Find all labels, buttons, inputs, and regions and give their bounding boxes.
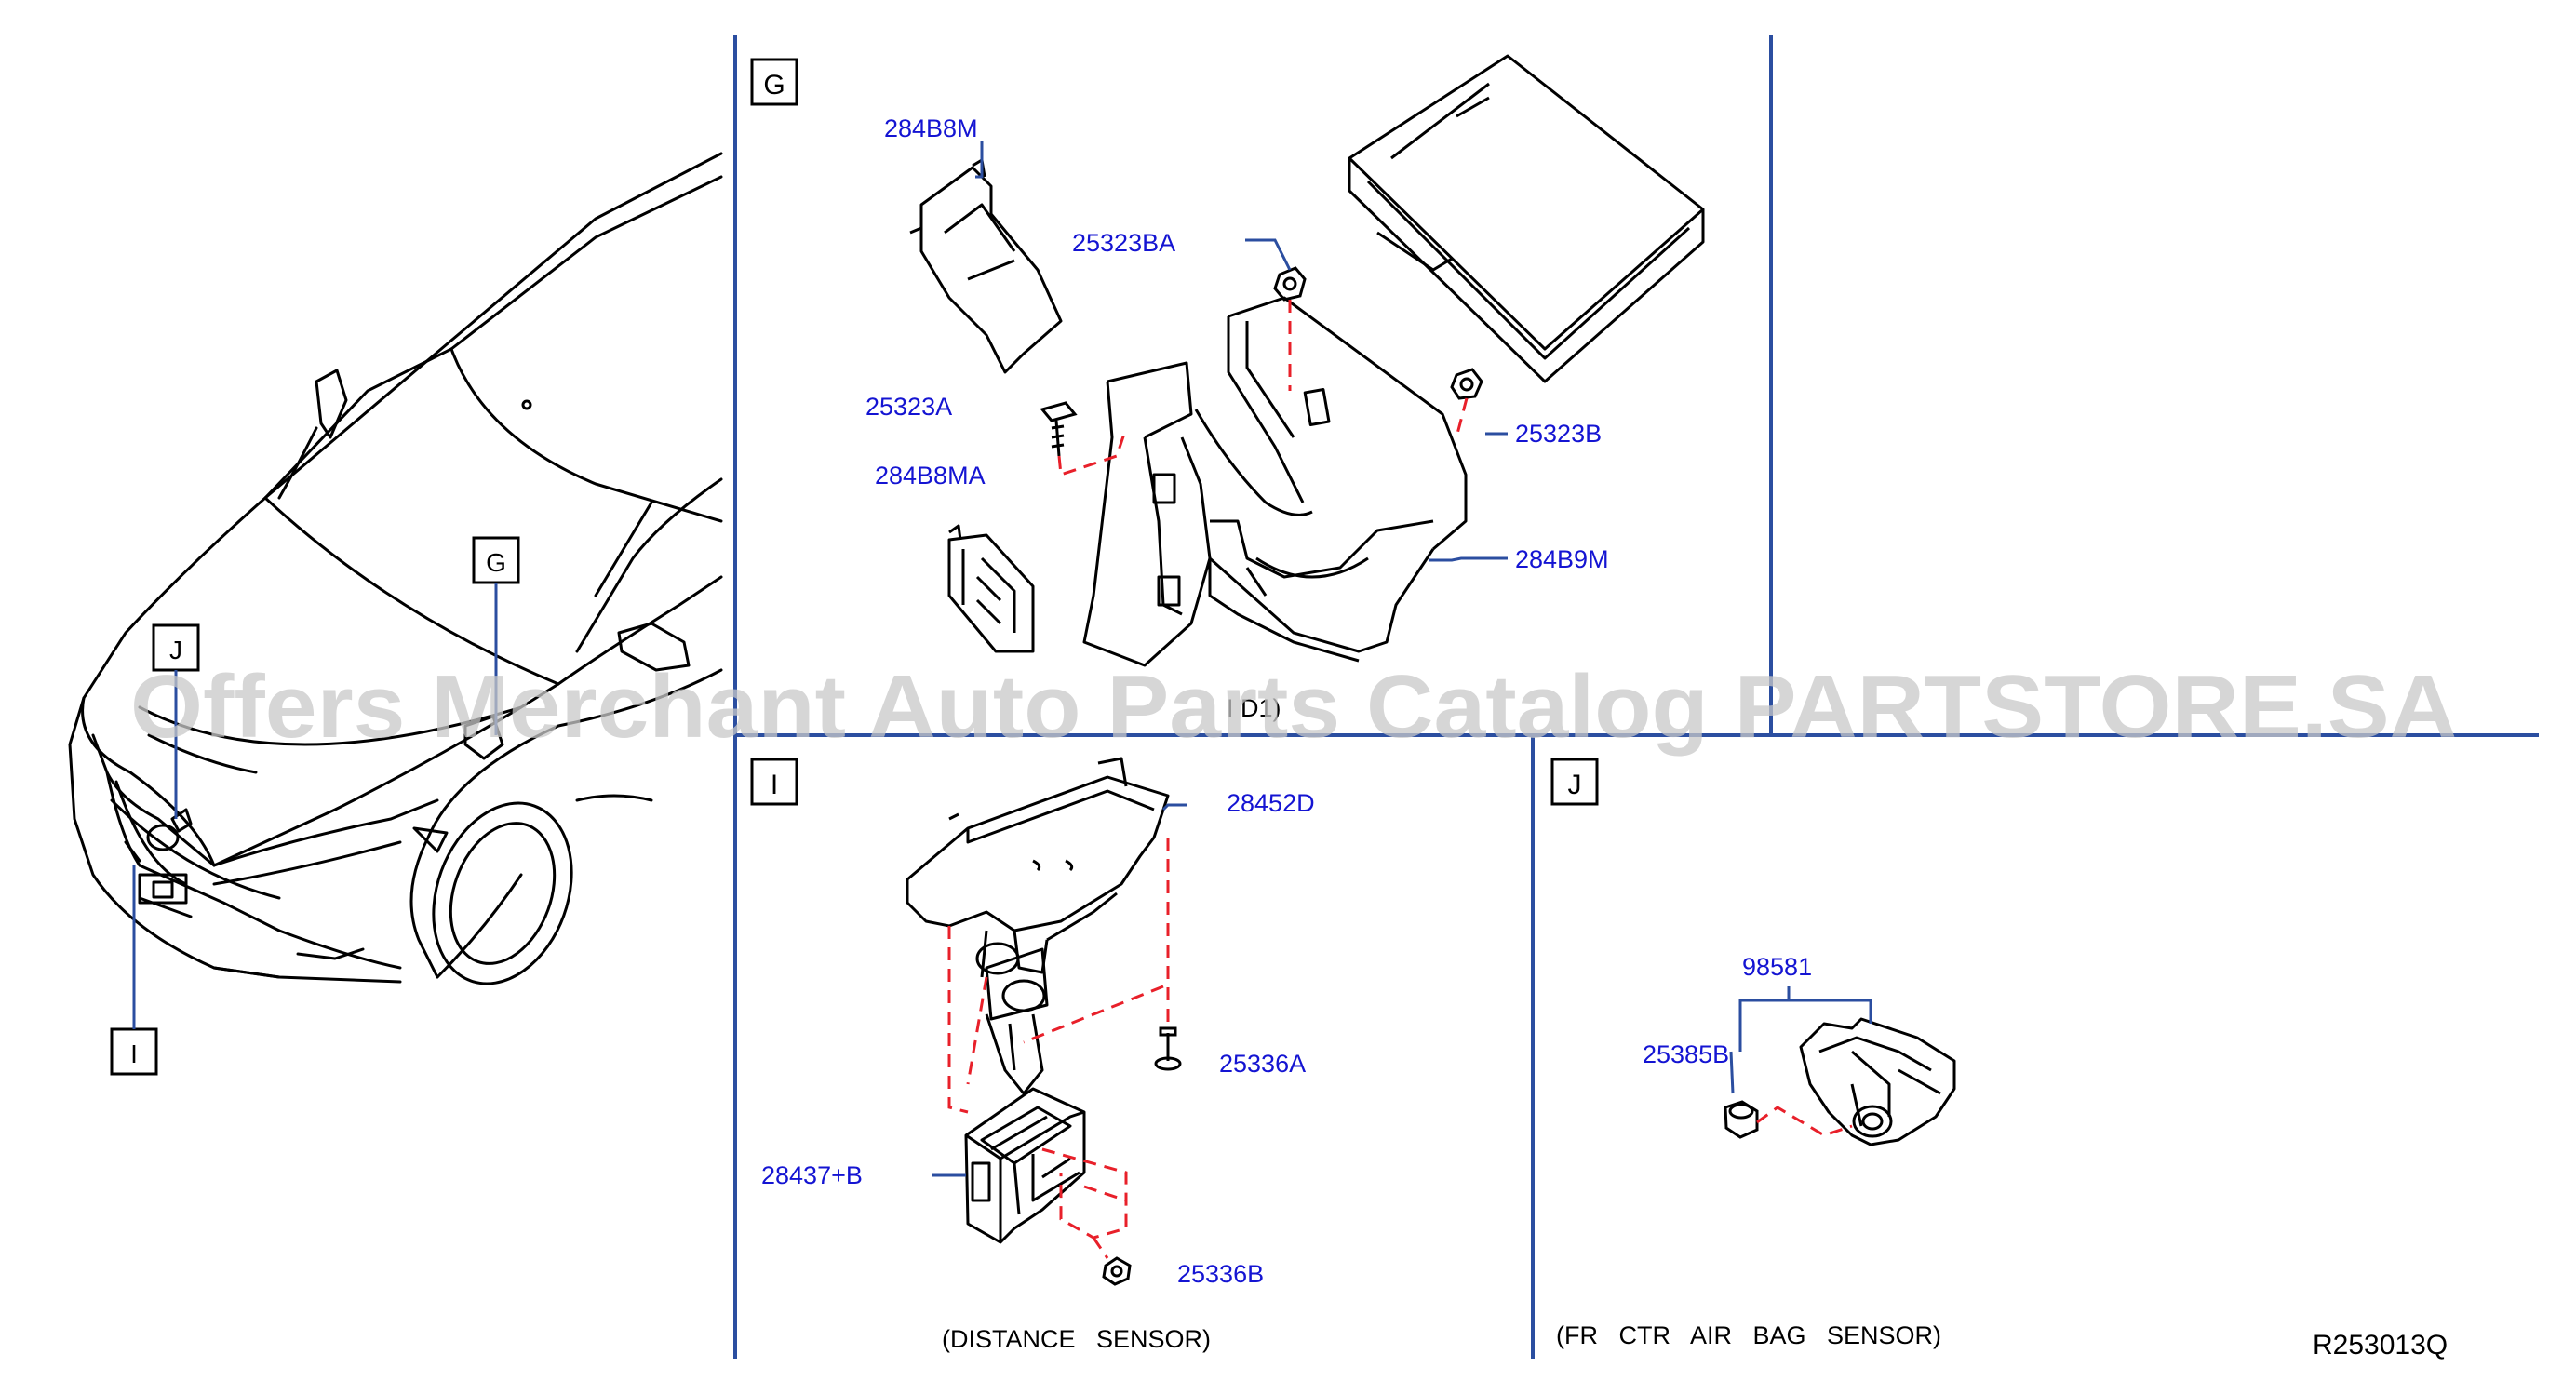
bracket-28452d [906,757,1170,1095]
bracket-284b8m [909,158,1063,374]
label-25323b: 25323B [1515,420,1602,448]
section-label-g-text: G [763,70,785,101]
label-25323ba: 25323BA [1072,229,1175,257]
distance-sensor-28437b [964,1087,1086,1244]
section-label-g: G [750,58,798,106]
label-25336b: 25336B [1177,1260,1264,1288]
car-front-overview [68,152,723,985]
callout-g-text: G [486,548,506,577]
nut-25323ba [1273,266,1307,302]
caption-distance-sensor: (DISTANCE SENSOR) [942,1325,1211,1353]
nut-25323b [1450,368,1483,400]
watermark-text: Offers Merchant Auto Parts Catalog PARTS… [130,657,2457,757]
leaders-i [932,803,1187,1177]
leaders-g [975,141,1508,562]
labels-i: 28452D 25336A 28437+B 25336B [761,789,1315,1288]
section-label-i-text: I [771,770,778,800]
caption-g-partial: I D1) [1227,694,1281,722]
fuse-box-lower-case [1082,296,1468,667]
assembly-guides-g [1057,300,1469,477]
fuse-box-cover [1348,54,1705,383]
section-dividers [733,35,2539,1359]
label-25385b: 25385B [1643,1040,1729,1068]
callout-j-text: J [169,636,182,664]
callout-g: G [472,536,520,735]
bolt-25336a [1154,1026,1182,1071]
section-label-j-text: J [1568,770,1582,800]
bracket-284b8ma [947,524,1035,653]
fr-ctr-air-bag-sensor [1799,1017,1956,1146]
labels-g: 284B8M 25323BA 25323A 284B8MA 25323B 284… [865,114,1609,573]
callout-i: I [110,865,158,1076]
assembly-guides-j [1756,1106,1853,1137]
label-284b9m: 284B9M [1515,545,1609,573]
label-28452d: 28452D [1227,789,1315,817]
label-28437b: 28437+B [761,1161,863,1189]
label-284b8ma: 284B8MA [875,462,986,489]
callout-j: J [152,623,200,819]
diagram-code: R253013Q [2313,1330,2448,1361]
callout-i-text: I [130,1039,138,1068]
assembly-guides-i [947,838,1170,1259]
bolt-25336b [1102,1256,1132,1286]
label-284b8m: 284B8M [884,114,978,142]
label-25336a: 25336A [1219,1050,1306,1078]
leaders-j [1729,986,1872,1094]
labels-j: 98581 25385B [1643,953,1812,1068]
caption-fr-ctr-air-bag-sensor: (FR CTR AIR BAG SENSOR) [1556,1321,1941,1349]
bolt-25323a [1040,401,1078,457]
section-label-j: J [1550,758,1599,806]
label-25323a: 25323A [865,393,952,421]
nut-25385b [1724,1100,1759,1139]
section-label-i: I [750,758,798,806]
label-98581: 98581 [1742,953,1812,981]
